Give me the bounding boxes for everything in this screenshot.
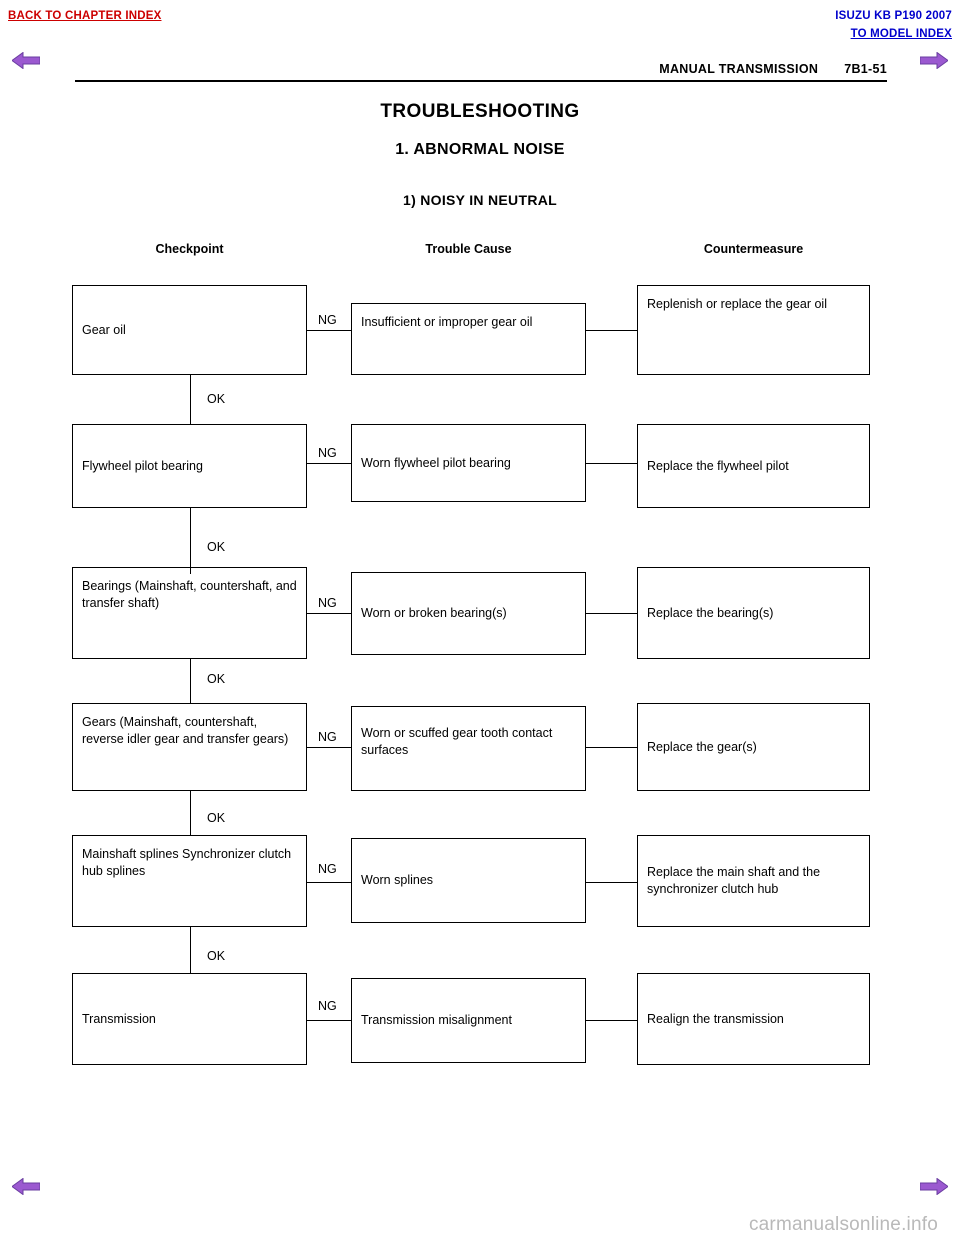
model-title: ISUZU KB P190 2007 bbox=[835, 10, 952, 22]
checkpoint-box-6: Transmission bbox=[72, 973, 307, 1065]
countermeasure-box-4: Replace the gear(s) bbox=[637, 703, 870, 791]
countermeasure-box-6: Realign the transmission bbox=[637, 973, 870, 1065]
connector-label-ok-2: OK bbox=[205, 540, 228, 554]
site-watermark: carmanualsonline.info bbox=[748, 1214, 938, 1235]
checkpoint-box-1: Gear oil bbox=[72, 285, 307, 375]
next-page-arrow-icon[interactable] bbox=[920, 52, 948, 69]
cause-box-1: Insufficient or improper gear oil bbox=[351, 303, 586, 375]
back-to-chapter-index-link[interactable]: BACK TO CHAPTER INDEX bbox=[8, 10, 162, 22]
connector-line-cause-cm-1 bbox=[586, 330, 637, 331]
cause-box-2: Worn flywheel pilot bearing bbox=[351, 424, 586, 502]
previous-page-arrow-bottom-icon[interactable] bbox=[12, 1178, 40, 1195]
checkpoint-box-3: Bearings (Mainshaft, countershaft, and t… bbox=[72, 567, 307, 659]
connector-label-ng-5: NG bbox=[316, 862, 339, 876]
header-section-title: MANUAL TRANSMISSION bbox=[659, 62, 819, 76]
connector-label-ng-4: NG bbox=[316, 730, 339, 744]
connector-ok-line-1 bbox=[190, 375, 191, 424]
connector-label-ok-3: OK bbox=[205, 672, 228, 686]
connector-ng-line-6 bbox=[307, 1020, 351, 1021]
connector-line-cause-cm-5 bbox=[586, 882, 637, 883]
column-header-checkpoint: Checkpoint bbox=[155, 242, 224, 256]
connector-ok-line-2 bbox=[190, 508, 191, 574]
countermeasure-box-2: Replace the flywheel pilot bbox=[637, 424, 870, 508]
subsection-title: 1) NOISY IN NEUTRAL bbox=[402, 192, 557, 208]
countermeasure-box-1: Replenish or replace the gear oil bbox=[637, 285, 870, 375]
connector-label-ok-4: OK bbox=[205, 811, 228, 825]
connector-ok-line-4 bbox=[190, 791, 191, 835]
next-page-arrow-bottom-icon[interactable] bbox=[920, 1178, 948, 1195]
connector-ok-line-3 bbox=[190, 659, 191, 703]
connector-ng-line-2 bbox=[307, 463, 351, 464]
cause-box-4: Worn or scuffed gear tooth contact surfa… bbox=[351, 706, 586, 791]
to-model-index-link[interactable]: TO MODEL INDEX bbox=[850, 28, 952, 40]
connector-label-ng-2: NG bbox=[316, 446, 339, 460]
connector-line-cause-cm-2 bbox=[586, 463, 637, 464]
connector-line-cause-cm-3 bbox=[586, 613, 637, 614]
connector-label-ok-1: OK bbox=[205, 392, 228, 406]
connector-ng-line-4 bbox=[307, 747, 351, 748]
countermeasure-box-3: Replace the bearing(s) bbox=[637, 567, 870, 659]
previous-page-arrow-icon[interactable] bbox=[12, 52, 40, 69]
connector-line-cause-cm-4 bbox=[586, 747, 637, 748]
connector-ng-line-1 bbox=[307, 330, 351, 331]
cause-box-3: Worn or broken bearing(s) bbox=[351, 572, 586, 655]
countermeasure-box-5: Replace the main shaft and the synchroni… bbox=[637, 835, 870, 927]
cause-box-6: Transmission misalignment bbox=[351, 978, 586, 1063]
checkpoint-box-2: Flywheel pilot bearing bbox=[72, 424, 307, 508]
connector-ok-line-5 bbox=[190, 927, 191, 973]
connector-label-ok-5: OK bbox=[205, 949, 228, 963]
checkpoint-box-5: Mainshaft splines Synchronizer clutch hu… bbox=[72, 835, 307, 927]
section-title: 1. ABNORMAL NOISE bbox=[395, 141, 565, 158]
connector-label-ng-1: NG bbox=[316, 313, 339, 327]
connector-label-ng-6: NG bbox=[316, 999, 339, 1013]
connector-ng-line-3 bbox=[307, 613, 351, 614]
page-title: TROUBLESHOOTING bbox=[380, 101, 580, 122]
top-navigation-bar: BACK TO CHAPTER INDEX ISUZU KB P190 2007… bbox=[0, 10, 960, 46]
header-rule bbox=[75, 80, 887, 82]
checkpoint-box-4: Gears (Mainshaft, countershaft, reverse … bbox=[72, 703, 307, 791]
connector-line-cause-cm-6 bbox=[586, 1020, 637, 1021]
cause-box-5: Worn splines bbox=[351, 838, 586, 923]
header-page-number: 7B1-51 bbox=[844, 62, 887, 76]
page-header: MANUAL TRANSMISSION 7B1-51 bbox=[75, 62, 887, 76]
column-header-countermeasure: Countermeasure bbox=[703, 242, 804, 256]
column-header-trouble-cause: Trouble Cause bbox=[425, 242, 512, 256]
connector-ng-line-5 bbox=[307, 882, 351, 883]
connector-label-ng-3: NG bbox=[316, 596, 339, 610]
